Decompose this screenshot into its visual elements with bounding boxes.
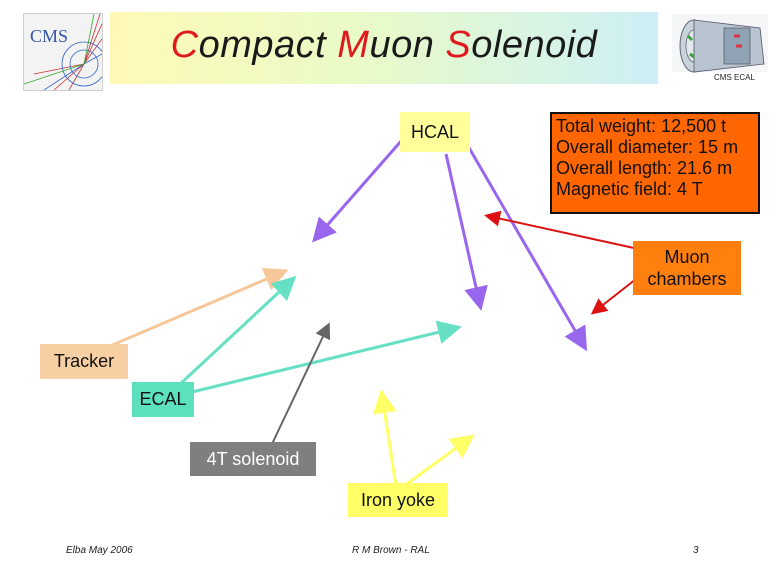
cms-ecal-image: CMS ECAL — [664, 6, 776, 86]
ironyoke-arrow — [403, 434, 475, 488]
page-number: 3 — [693, 545, 699, 556]
title-part: ompact — [198, 24, 338, 66]
spec-line: Total weight: 12,500 t — [556, 116, 727, 136]
spec-line: Overall diameter: 15 m — [556, 137, 739, 157]
ecal-arrow — [176, 275, 297, 388]
hcal-arrow — [312, 139, 404, 243]
page-title: Compact Muon Solenoid — [110, 24, 658, 67]
cms-logo-text: CMS — [30, 26, 68, 46]
ecal-label: ECAL — [132, 382, 194, 417]
title-part: M — [337, 24, 370, 66]
muon-label-line: Muon — [664, 247, 710, 267]
muon-label-line: chambers — [647, 269, 727, 289]
cms-logo-graphic: CMS — [24, 14, 102, 90]
spec-line: Overall length: 21.6 m — [556, 158, 733, 178]
solenoid-arrow — [271, 322, 331, 445]
ecal-caption: CMS ECAL — [714, 73, 755, 82]
ironyoke-arrow — [372, 389, 398, 487]
title-part: uon — [369, 24, 446, 66]
title-part: C — [170, 24, 199, 66]
muon-arrow — [484, 210, 635, 249]
specs-box: Total weight: 12,500 t Overall diameter:… — [550, 112, 760, 214]
hcal-arrow — [466, 145, 588, 352]
title-part: S — [445, 24, 472, 66]
muon-chambers-label: Muon chambers — [633, 241, 741, 295]
ecal-arrow — [191, 320, 462, 394]
cms-logo: CMS — [23, 13, 103, 91]
iron-yoke-label: Iron yoke — [348, 483, 448, 517]
tracker-label: Tracker — [40, 344, 128, 379]
solenoid-label: 4T solenoid — [190, 442, 316, 476]
title-banner — [110, 12, 658, 84]
hcal-label: HCAL — [400, 112, 470, 152]
footer-author: R M Brown - RAL — [352, 545, 430, 556]
hcal-arrow — [444, 153, 488, 311]
spec-line: Magnetic field: 4 T — [556, 179, 703, 199]
footer-date: Elba May 2006 — [66, 545, 133, 556]
ecal-detector-graphic: CMS ECAL — [672, 14, 768, 82]
tracker-arrow — [109, 268, 289, 348]
title-part: olenoid — [471, 24, 598, 66]
